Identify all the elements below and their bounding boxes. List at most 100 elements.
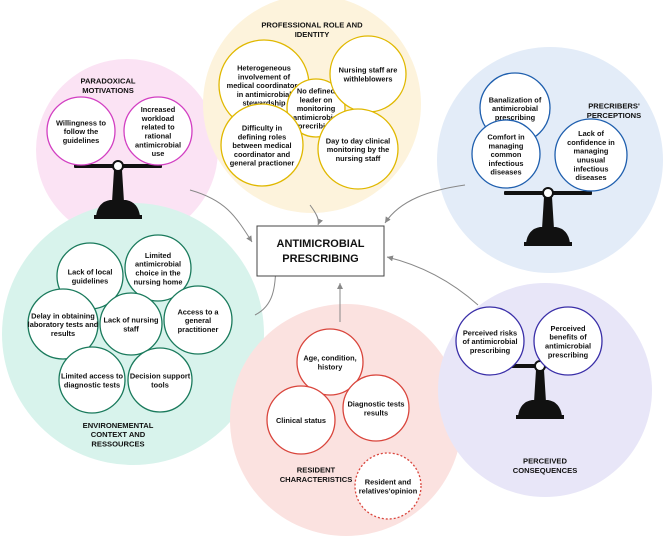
text-line: antimicrobial (135, 140, 181, 149)
arrow-consequences (386, 255, 479, 306)
text-line: infectious (574, 164, 609, 173)
text-line: PERCEPTIONS (587, 111, 641, 120)
text-line: antimicrobial (293, 113, 339, 122)
text-line: prescribing (548, 350, 589, 359)
text-line: stewardship (242, 99, 286, 108)
text-line: choice in the (135, 269, 180, 278)
text-line: common (491, 150, 522, 159)
text-line: PROFESSIONAL ROLE AND (261, 21, 363, 30)
text-line: Heterogeneous (237, 64, 291, 73)
text-line: managing (574, 147, 609, 156)
center-title-line-2: PRESCRIBING (282, 253, 358, 265)
bubble-clinical-status: Clinical status (266, 385, 336, 455)
text-line: PARADOXICAL (80, 77, 135, 86)
arrow-professional (309, 204, 324, 226)
center-title-line-1: ANTIMICROBIAL (277, 238, 365, 250)
text-line: withleblowers (343, 75, 393, 84)
arrow-paradoxical (189, 189, 253, 243)
text-line: results (364, 409, 388, 418)
text-line: diagnostic tests (64, 381, 120, 390)
text-line: RESIDENT (297, 466, 336, 475)
text-line: workload (141, 114, 175, 123)
center-box: ANTIMICROBIAL PRESCRIBING (256, 225, 385, 277)
text-line: staff (123, 325, 139, 334)
text-line: tools (151, 381, 169, 390)
text-line: infectious (489, 159, 524, 168)
text-line: No defined (297, 87, 336, 96)
text-line: Perceived risks (463, 328, 517, 337)
text-line: nursing home (134, 277, 183, 286)
text-line: Difficulty in (242, 124, 283, 133)
text-line: antimicrobial (545, 342, 591, 351)
text-line: CHARACTERISTICS (280, 475, 353, 484)
text-line: unusual (577, 156, 605, 165)
text-line: related to (141, 123, 175, 132)
text-line: Lack of local (68, 268, 113, 277)
text-line: follow the (64, 127, 99, 136)
text-line: monitoring by the (327, 145, 389, 154)
text-line: coordinator and (234, 150, 291, 159)
text-line: leader on (300, 95, 333, 104)
text-line: confidence in (567, 138, 615, 147)
text-line: Delay in obtaining (31, 311, 95, 320)
text-line: results (51, 329, 75, 338)
text-line: general practioner (230, 159, 295, 168)
text-line: antimicrobial (135, 260, 181, 269)
text-line: Willingness to (56, 118, 107, 127)
text-line: PERCEIVED (523, 457, 567, 466)
text-line: Comfort in (487, 133, 525, 142)
text-line: prescribing (495, 113, 536, 122)
text-line: MOTIVATIONS (82, 86, 134, 95)
text-line: nursing staff (336, 154, 381, 163)
text-line: prescribing (470, 346, 511, 355)
text-line: Diagnostic tests (347, 400, 404, 409)
text-line: precribing (298, 122, 335, 131)
text-line: Lack of nursing (103, 316, 159, 325)
text-line: Perceived (551, 324, 586, 333)
text-line: diseases (490, 168, 521, 177)
text-line: relatives'opinion (359, 487, 418, 496)
text-line: CONTEXT AND (91, 430, 146, 439)
text-line: ENVIRONEMENTAL (83, 421, 154, 430)
text-line: PRECRIBERS' (588, 102, 640, 111)
text-line: guidelines (72, 277, 109, 286)
text-line: use (152, 149, 165, 158)
text-line: in antimicrobial (237, 90, 292, 99)
text-line: CONSEQUENCES (513, 466, 578, 475)
prescribers-title: PRECRIBERS'PERCEPTIONS (587, 102, 641, 120)
text-line: benefits of (549, 333, 587, 342)
text-line: Limited access to (61, 372, 124, 381)
